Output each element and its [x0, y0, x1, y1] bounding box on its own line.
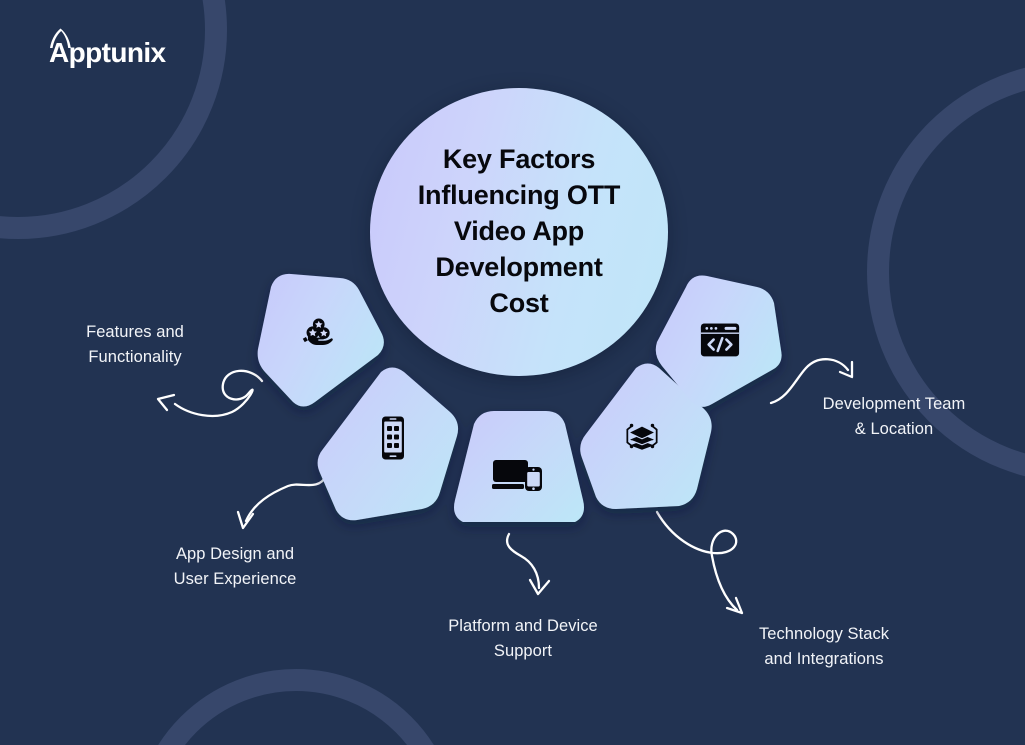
logo-arch-mark [50, 28, 71, 48]
hub-title-line: Influencing OTT [417, 180, 621, 211]
ring-bottom-left [158, 669, 434, 745]
label-development-team-location: Development Team & Location [798, 392, 990, 442]
stacked-layers-tech-icon [626, 423, 658, 450]
label-line: App Design and [175, 545, 295, 563]
label-platform-device-support: Platform and Device Support [428, 614, 618, 664]
arrow-appdesign [244, 474, 328, 523]
arrow-platform [505, 532, 541, 590]
label-app-design-user-experience: App Design and User Experience [140, 542, 330, 592]
petal-icon-development-team[interactable] [698, 320, 742, 360]
label-line: Platform and Device [448, 617, 598, 635]
label-features-functionality: Features and Functionality [40, 320, 230, 370]
arrow-devteam-head [838, 360, 854, 379]
apptunix-logo[interactable]: Apptunix [30, 24, 180, 72]
center-hub: Key Factors Influencing OTT Video App De… [370, 88, 668, 376]
arrow-techstack [655, 510, 739, 612]
label-line: Functionality [88, 348, 182, 367]
arrow-features-head [156, 393, 176, 412]
label-line: User Experience [173, 570, 297, 589]
laptop-and-phone-devices-icon [492, 460, 542, 491]
label-technology-stack-integrations: Technology Stack and Integrations [728, 622, 920, 672]
label-line: and Integrations [764, 650, 884, 669]
label-line: Technology Stack [758, 625, 890, 643]
arrow-platform-head [528, 578, 551, 596]
petal-icon-platform[interactable] [492, 456, 548, 496]
arrow-features [173, 369, 264, 418]
petal-icon-app-design[interactable] [376, 415, 410, 461]
hub-title-line: Key Factors [442, 144, 596, 175]
hand-holding-star-coins-icon [302, 318, 333, 345]
label-line: Development Team [822, 395, 966, 413]
label-line: & Location [854, 420, 934, 439]
hub-title: Key Factors Influencing OTT Video App De… [404, 142, 634, 322]
petal-icon-technology-stack[interactable] [620, 414, 664, 458]
hub-title-line: Development [435, 251, 603, 282]
code-browser-window-icon [700, 323, 740, 357]
hub-title-line: Video App [453, 216, 585, 247]
label-line: Support [493, 642, 553, 661]
smartphone-app-grid-icon [382, 416, 404, 460]
arrow-appdesign-head [236, 510, 255, 530]
hub-title-line: Cost [489, 287, 549, 318]
svg-text:Apptunix: Apptunix [49, 37, 167, 68]
arrow-techstack-head [725, 596, 744, 615]
petal-icon-features[interactable] [294, 312, 338, 356]
label-line: Features and [86, 323, 184, 341]
